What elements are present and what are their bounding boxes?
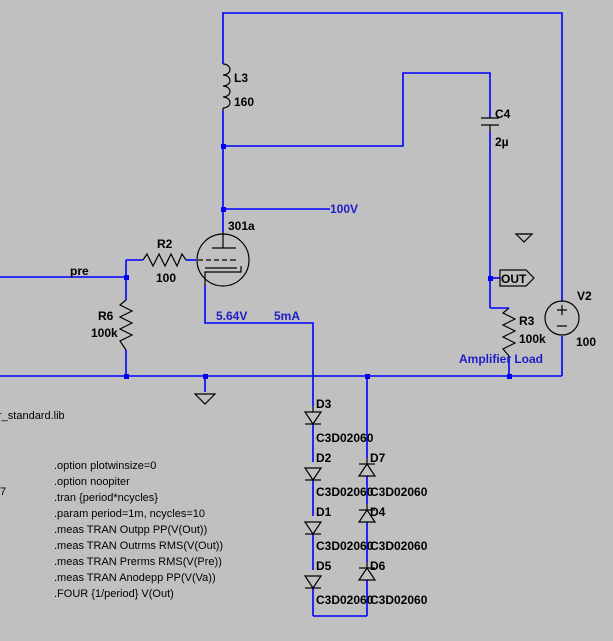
d7-value: C3D02060	[370, 485, 428, 499]
d1-value: C3D02060	[316, 539, 374, 553]
diode-d1[interactable]: D1 C3D02060	[303, 505, 374, 553]
diode-d7[interactable]: D7 C3D02060	[357, 451, 428, 499]
d3-ref: D3	[316, 397, 332, 411]
directive-line: .meas TRAN Anodepp PP(V(Va))	[54, 572, 216, 584]
junction	[124, 374, 129, 379]
junction	[507, 374, 512, 379]
directive-line: .option noopiter	[54, 476, 130, 488]
resistor-r2[interactable]: R2 100	[142, 237, 187, 285]
r2-value: 100	[156, 271, 176, 285]
junction	[365, 374, 370, 379]
junction	[221, 207, 226, 212]
junction	[124, 275, 129, 280]
junction	[488, 276, 493, 281]
d7-ref: D7	[370, 451, 386, 465]
r2-ref: R2	[157, 237, 173, 251]
partial-directive-digit: 7	[0, 486, 6, 498]
c4-ref: C4	[495, 107, 511, 121]
junction	[203, 374, 208, 379]
triode-301a[interactable]: 301a	[196, 219, 255, 287]
library-include-text[interactable]: r_standard.lib	[0, 410, 65, 422]
net-label-pre[interactable]: pre	[70, 264, 89, 278]
directive-line: .meas TRAN Prerms RMS(V(Pre))	[54, 556, 222, 568]
diode-d6[interactable]: D6 C3D02060	[357, 559, 428, 607]
d4-ref: D4	[370, 505, 386, 519]
diode-d4[interactable]: D4 C3D02060	[357, 504, 428, 553]
l3-value: 160	[234, 95, 254, 109]
out-port-label: OUT	[501, 272, 527, 286]
amplifier-load-label: Amplifier Load	[459, 352, 543, 366]
capacitor-c4[interactable]: C4 2µ	[481, 107, 511, 149]
directive-line: .meas TRAN Outrms RMS(V(Out))	[54, 540, 223, 552]
l3-ref: L3	[234, 71, 248, 85]
diode-d3[interactable]: D3 C3D02060	[303, 397, 374, 445]
junctions	[124, 144, 512, 379]
out-port[interactable]: OUT	[499, 269, 535, 287]
d5-value: C3D02060	[316, 593, 374, 607]
d3-value: C3D02060	[316, 431, 374, 445]
d2-ref: D2	[316, 451, 332, 465]
ground-symbol	[193, 393, 217, 405]
diode-d5[interactable]: D5 C3D02060	[303, 559, 374, 607]
resistor-r6[interactable]: R6 100k	[91, 299, 134, 351]
directive-line: .tran {period*ncycles}	[54, 492, 158, 504]
diode-d2[interactable]: D2 C3D02060	[303, 451, 374, 499]
r6-ref: R6	[98, 309, 114, 323]
junction	[221, 144, 226, 149]
inductor-l3[interactable]: L3 160	[222, 63, 254, 111]
v2-value: 100	[576, 335, 596, 349]
directive-line: .meas TRAN Outpp PP(V(Out))	[54, 524, 207, 536]
c4-value: 2µ	[495, 135, 509, 149]
d6-ref: D6	[370, 559, 386, 573]
net-label-5ma: 5mA	[274, 309, 300, 323]
ground-symbol-floating	[514, 233, 534, 243]
directive-line: .param period=1m, ncycles=10	[54, 508, 205, 520]
directive-line: .FOUR {1/period} V(Out)	[54, 588, 174, 600]
directive-line: .option plotwinsize=0	[54, 460, 156, 472]
d5-ref: D5	[316, 559, 332, 573]
net-label-100v[interactable]: 100V	[330, 202, 358, 216]
net-label-5-64v: 5.64V	[216, 309, 247, 323]
d2-value: C3D02060	[316, 485, 374, 499]
r6-value: 100k	[91, 326, 118, 340]
tube-ref: 301a	[228, 219, 255, 233]
d6-value: C3D02060	[370, 593, 428, 607]
d4-value: C3D02060	[370, 539, 428, 553]
resistor-r3[interactable]: R3 100k	[490, 307, 546, 357]
r3-value: 100k	[519, 332, 546, 346]
v2-ref: V2	[577, 289, 592, 303]
spice-directives[interactable]: .option plotwinsize=0 .option noopiter .…	[54, 460, 223, 600]
voltage-source-v2[interactable]: V2 100	[544, 289, 596, 349]
wires	[0, 12, 563, 617]
d1-ref: D1	[316, 505, 332, 519]
r3-ref: R3	[519, 314, 535, 328]
